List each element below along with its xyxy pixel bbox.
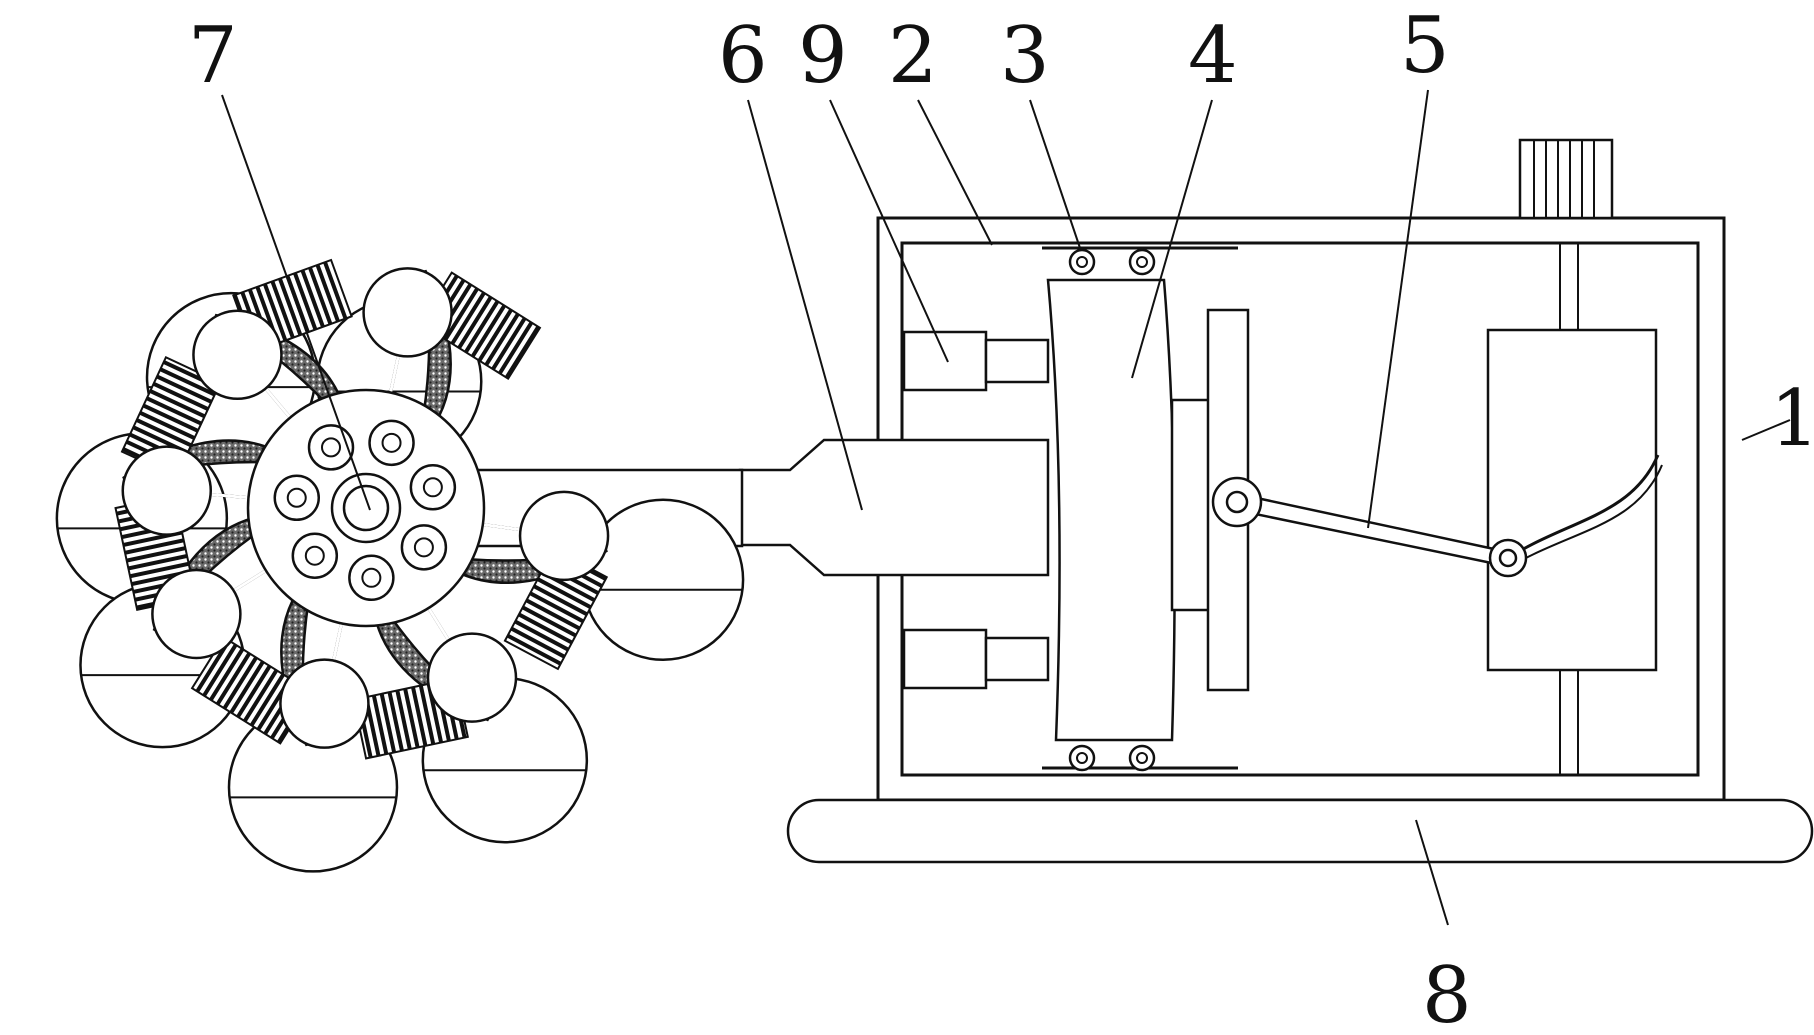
hub-bolt-hole-3: [413, 537, 434, 558]
label-6: 6: [718, 11, 768, 101]
blade-1: [214, 313, 352, 435]
hub-bolt-hole-6: [286, 487, 307, 508]
hub-bolt-hole-0: [321, 437, 341, 458]
blade-5: [370, 583, 490, 722]
impeller: [55, 258, 745, 873]
hub-bolt-2: [409, 464, 457, 511]
hub-bolt-1: [368, 419, 415, 467]
ball-6: [518, 490, 610, 582]
connecting-rod: [1211, 476, 1528, 578]
label-2: 2: [888, 11, 938, 101]
label-5: 5: [1400, 1, 1450, 91]
number-labels: 7 6 9 2 3 4 5 1 8: [188, 1, 1814, 1035]
label-4: 4: [1188, 11, 1238, 101]
label-3: 3: [1000, 11, 1050, 101]
leader-lines: [221, 89, 1791, 926]
hub-bolt-3: [400, 524, 448, 571]
label-8: 8: [1422, 951, 1472, 1035]
cylinders: [902, 330, 1050, 690]
hub-bolt-hole-4: [361, 567, 382, 588]
hub-bolt-6: [273, 474, 321, 522]
ball-0: [362, 267, 453, 358]
ball-2: [121, 445, 213, 536]
label-9: 9: [798, 11, 848, 101]
hub-bolt-hole-2: [422, 477, 443, 498]
hub-bolt-hole-5: [304, 545, 325, 566]
base: [786, 798, 1814, 864]
hub-center-inner: [342, 484, 390, 532]
rollers: [1068, 248, 1156, 772]
housing: [876, 138, 1726, 802]
ball-3: [151, 568, 242, 660]
ball-4: [279, 658, 370, 749]
hub-bolt-4: [348, 554, 395, 602]
ball-1: [192, 309, 283, 401]
hub-bolt-0: [307, 424, 355, 471]
hub-bolt-hole-1: [381, 432, 402, 453]
top-knob: [1518, 138, 1614, 220]
label-7: 7: [188, 11, 238, 101]
blade-3: [152, 512, 291, 632]
label-1: 1: [1770, 374, 1814, 464]
ball-5: [426, 632, 518, 723]
slide-plate: [1046, 248, 1250, 772]
hub-bolt-5: [291, 532, 339, 579]
motor-block: [1486, 328, 1658, 672]
